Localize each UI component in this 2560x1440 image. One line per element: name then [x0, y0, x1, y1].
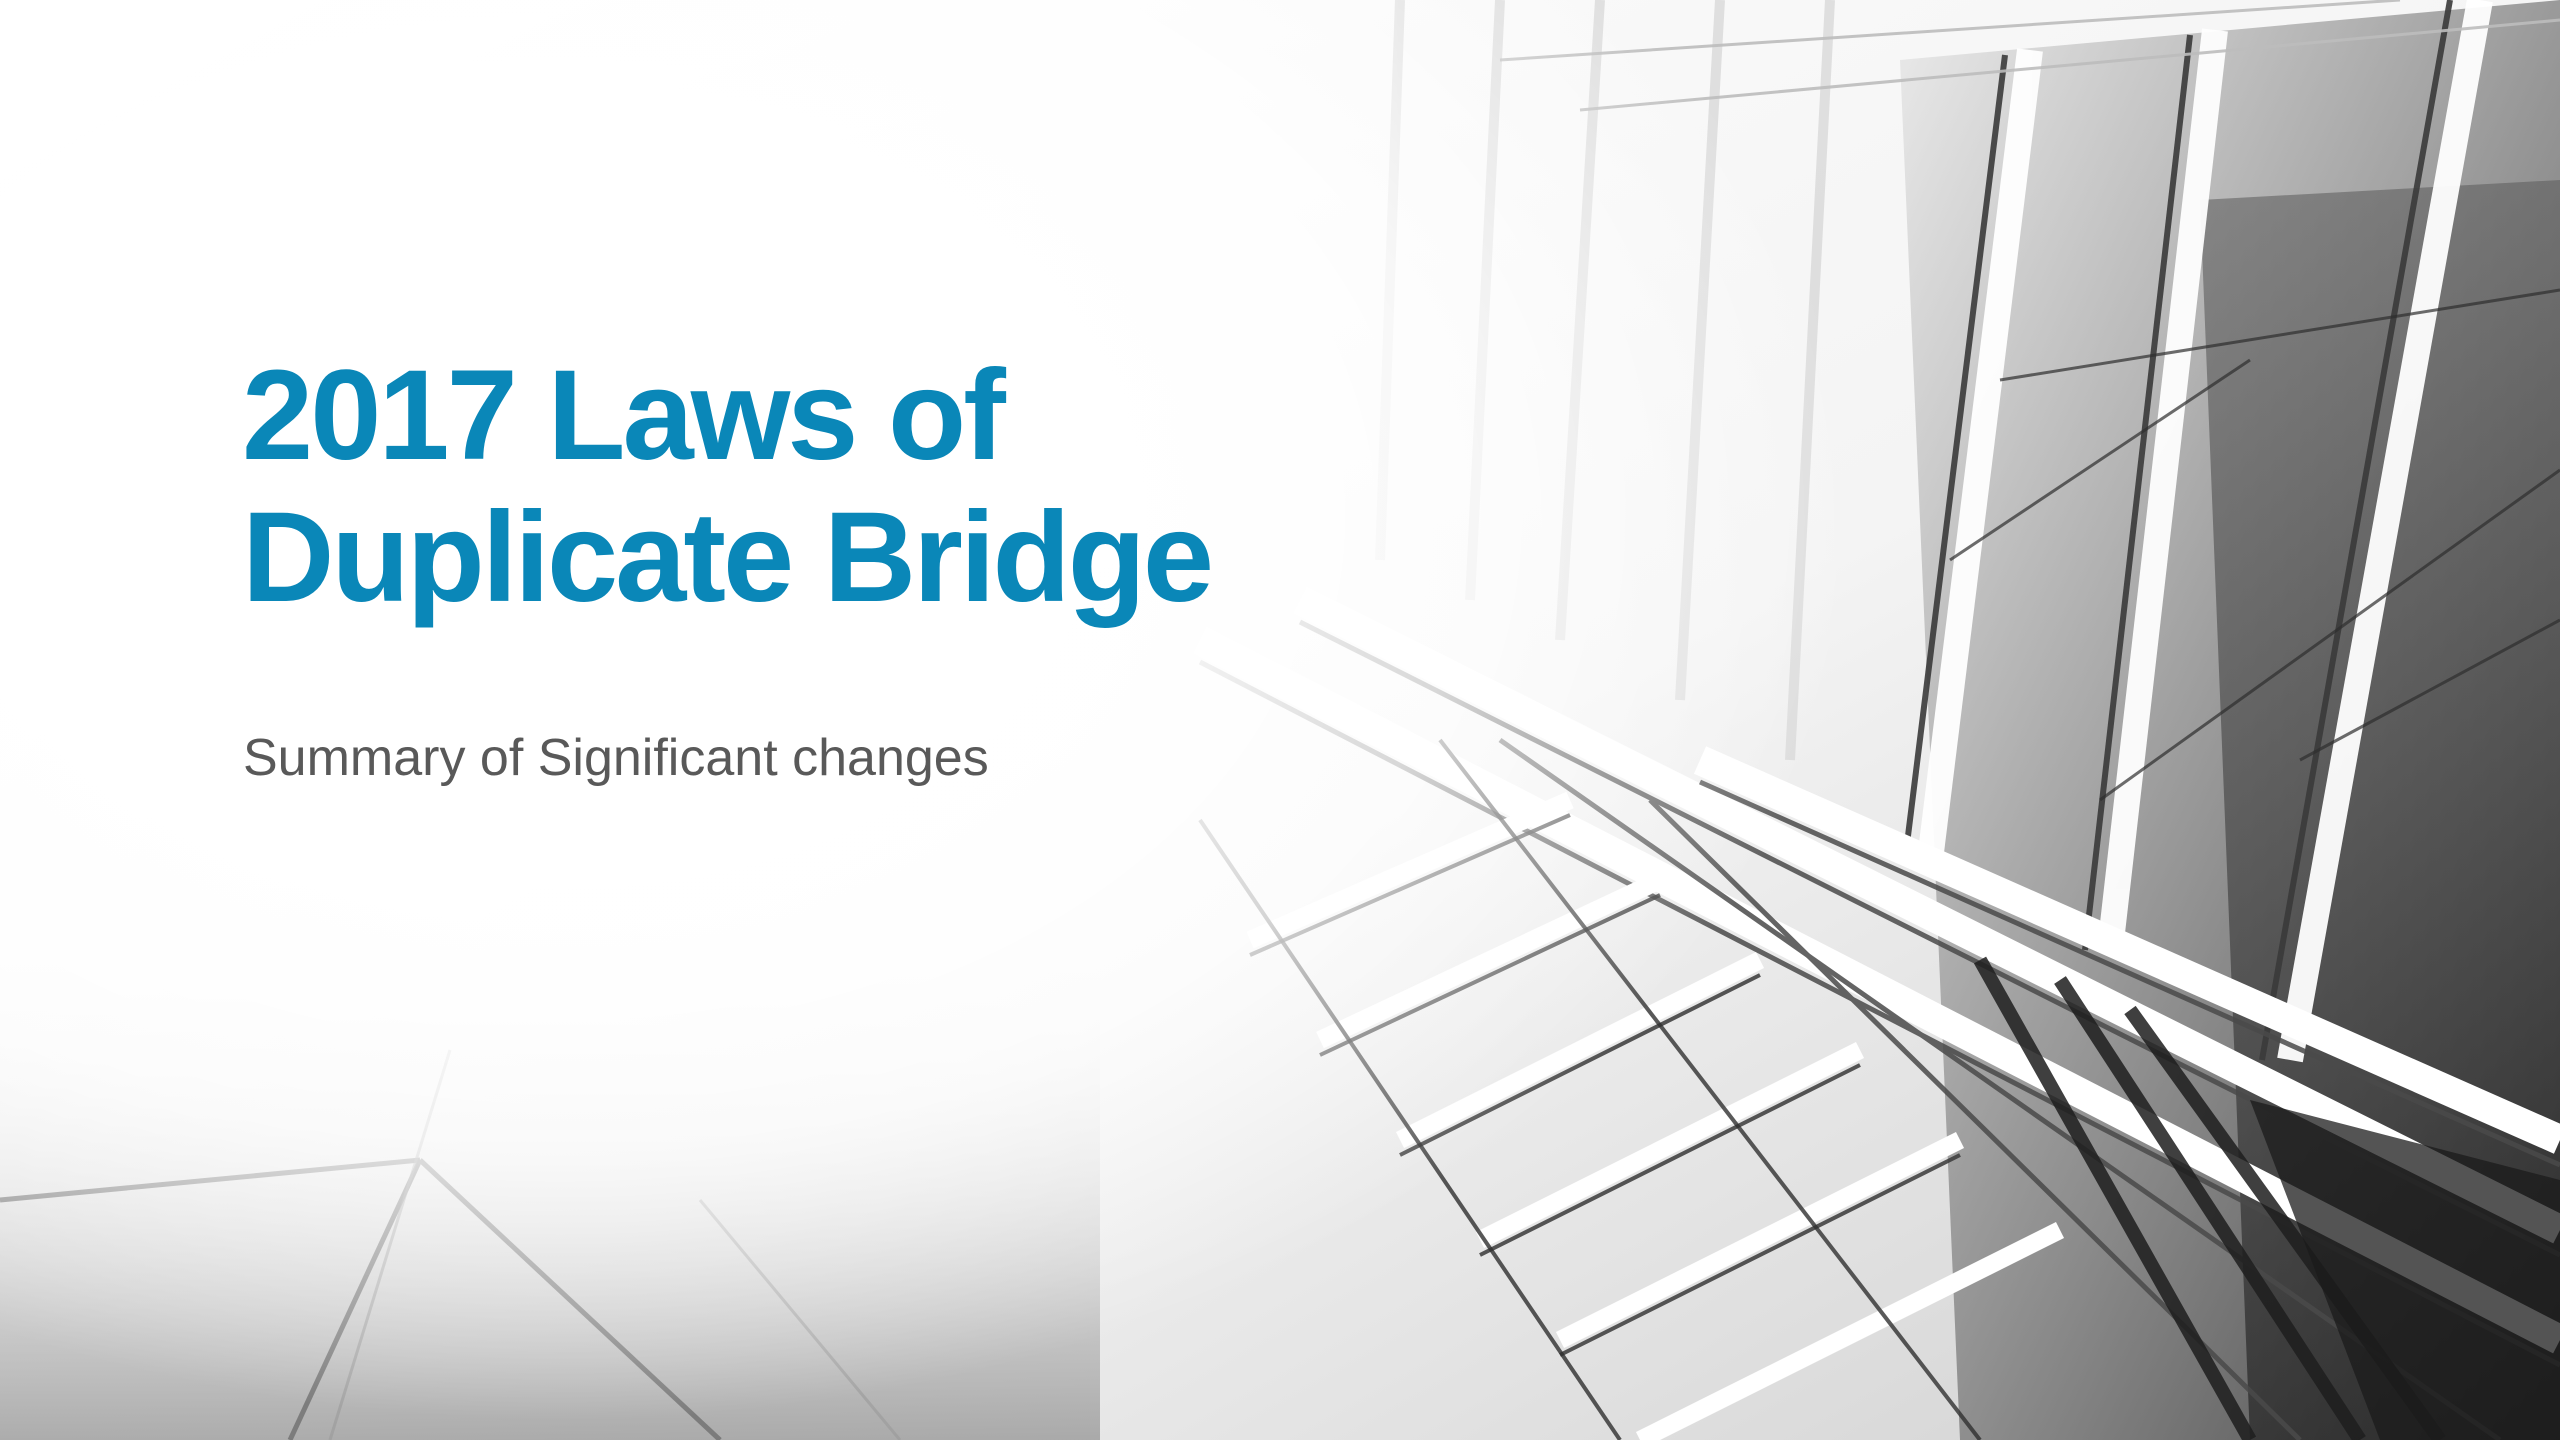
- slide-title-line-1: 2017 Laws of: [242, 344, 1006, 487]
- slide-subtitle: Summary of Significant changes: [243, 729, 989, 787]
- slide-title: 2017 Laws of Duplicate Bridge: [242, 345, 1542, 629]
- slide-title-line-2: Duplicate Bridge: [242, 486, 1214, 629]
